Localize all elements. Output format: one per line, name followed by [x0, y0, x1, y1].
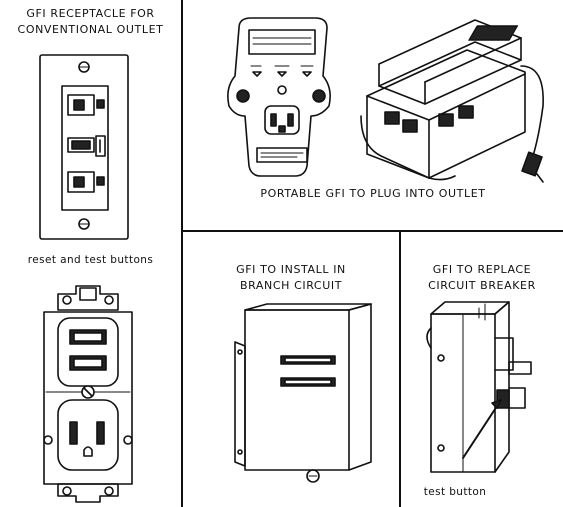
panel-title-portable: PORTABLE GFI TO PLUG INTO OUTLET	[260, 187, 486, 200]
panel-title-conventional: GFI RECEPTACLE FOR CONVENTIONAL OUTLET	[17, 7, 164, 36]
panel-branch-circuit: GFI TO INSTALL IN BRANCH CIRCUIT	[183, 232, 399, 507]
horizontal-divider-right	[181, 230, 563, 232]
caption-reset-test-buttons: reset and test buttons	[27, 254, 154, 266]
vertical-divider-left	[181, 0, 183, 507]
circuit-breaker-icon	[426, 301, 532, 473]
panel-circuit-breaker: GFI TO REPLACE CIRCUIT BREAKER test butt…	[401, 232, 563, 507]
duplex-outlet-icon	[43, 285, 133, 503]
branch-circuit-box-icon	[234, 303, 372, 483]
panel-title-branch: GFI TO INSTALL IN BRANCH CIRCUIT	[236, 263, 346, 292]
vertical-divider-bottom-right	[399, 230, 401, 507]
panel-conventional-outlet: GFI RECEPTACLE FOR CONVENTIONAL OUTLET r…	[0, 0, 181, 507]
portable-gfi-icon	[227, 17, 331, 177]
panel-title-breaker: GFI TO REPLACE CIRCUIT BREAKER	[428, 263, 536, 292]
gfi-receptacle-icon	[39, 54, 129, 240]
portable-gfi-strip-icon	[360, 19, 544, 183]
panel-portable-gfi: PORTABLE GFI TO PLUG INTO OUTLET	[183, 0, 563, 230]
caption-test-button: test button	[423, 486, 487, 498]
